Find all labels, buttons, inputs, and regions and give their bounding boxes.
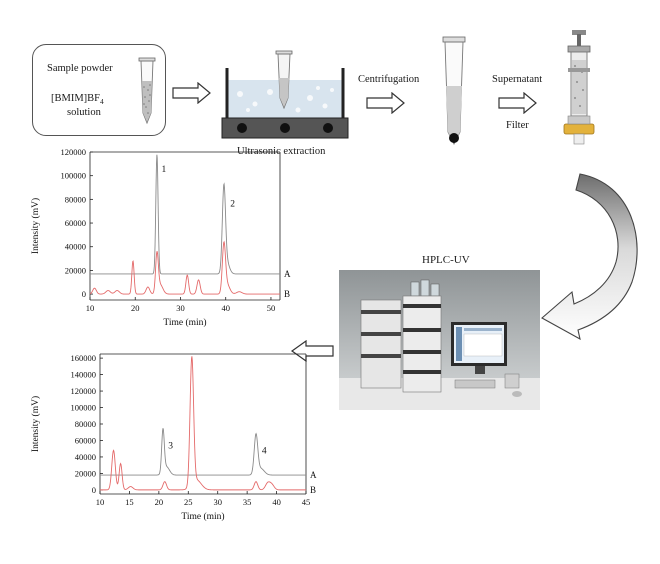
y-tick-label: 40000 bbox=[75, 452, 96, 462]
x-tick-label: 15 bbox=[125, 497, 134, 507]
supernatant-label: Supernatant bbox=[492, 74, 543, 85]
ultrasonic-bath-icon bbox=[221, 50, 349, 139]
y-axis-label: Intensity (mV) bbox=[30, 396, 41, 452]
series-A-label: A bbox=[310, 470, 317, 480]
hplc-instrument-image bbox=[339, 270, 540, 410]
bmim-label: [BMIM]BF4 bbox=[51, 93, 104, 107]
x-tick-label: 50 bbox=[267, 303, 276, 313]
peak-label-1: 1 bbox=[161, 165, 166, 175]
series-B-line bbox=[89, 240, 280, 295]
y-tick-label: 100000 bbox=[61, 171, 87, 181]
x-tick-label: 30 bbox=[213, 497, 222, 507]
y-tick-label: 80000 bbox=[65, 194, 86, 204]
x-axis-label: Time (min) bbox=[163, 317, 206, 328]
arrow-right-icon bbox=[498, 92, 537, 114]
x-axis-label: Time (min) bbox=[181, 511, 224, 522]
series-B-label: B bbox=[310, 485, 316, 495]
peak-label-3: 3 bbox=[168, 442, 173, 452]
arrow-right-icon bbox=[172, 82, 211, 104]
chromatogram-1-chart: 0 20000 40000 60000 80000 100000 120000 10 20 30 4… bbox=[30, 147, 291, 328]
centrifugation-label: Centrifugation bbox=[358, 74, 420, 85]
series-B-line bbox=[100, 356, 306, 491]
y-tick-label: 20000 bbox=[75, 468, 96, 478]
x-tick-label: 10 bbox=[96, 497, 105, 507]
series-A-line bbox=[100, 428, 306, 476]
x-tick-label: 40 bbox=[221, 303, 230, 313]
x-tick-label: 35 bbox=[243, 497, 252, 507]
curved-arrow-icon bbox=[541, 173, 638, 340]
arrow-right-icon bbox=[366, 92, 405, 114]
x-tick-label: 20 bbox=[131, 303, 140, 313]
sample-box: Sample powder [BMIM]BF4 solution bbox=[32, 44, 166, 136]
sample-tube-icon bbox=[138, 57, 156, 125]
peak-label-4: 4 bbox=[262, 447, 267, 457]
y-tick-label: 80000 bbox=[75, 419, 96, 429]
y-tick-label: 40000 bbox=[65, 242, 86, 252]
hplc-label: HPLC-UV bbox=[422, 254, 470, 266]
y-tick-label: 60000 bbox=[75, 435, 96, 445]
y-tick-label: 160000 bbox=[71, 353, 97, 363]
y-tick-label: 100000 bbox=[71, 403, 97, 413]
series-A-line bbox=[90, 154, 280, 275]
y-tick-label: 140000 bbox=[71, 370, 97, 380]
series-B-label: B bbox=[284, 289, 290, 299]
series-A-label: A bbox=[284, 269, 291, 279]
x-tick-label: 25 bbox=[184, 497, 193, 507]
x-tick-label: 45 bbox=[302, 497, 311, 507]
y-tick-label: 120000 bbox=[71, 386, 97, 396]
chromatogram-2-chart: 0 20000 40000 60000 80000 100000 120000 140000 1… bbox=[30, 353, 317, 522]
centrifuge-tube-icon bbox=[442, 36, 466, 146]
x-tick-label: 40 bbox=[272, 497, 281, 507]
x-tick-label: 20 bbox=[155, 497, 164, 507]
y-axis-label: Intensity (mV) bbox=[30, 198, 41, 254]
arrow-left-icon bbox=[290, 340, 334, 362]
y-tick-label: 20000 bbox=[65, 265, 86, 275]
y-tick-label: 120000 bbox=[61, 147, 87, 157]
peak-label-2: 2 bbox=[230, 199, 235, 209]
x-tick-label: 10 bbox=[86, 303, 95, 313]
y-tick-label: 0 bbox=[82, 289, 86, 299]
filter-label: Filter bbox=[506, 120, 529, 131]
x-tick-label: 30 bbox=[176, 303, 185, 313]
y-tick-label: 60000 bbox=[65, 218, 86, 228]
solution-label: solution bbox=[67, 107, 101, 118]
y-tick-label: 0 bbox=[92, 485, 96, 495]
syringe-filter-icon bbox=[563, 30, 595, 145]
sample-powder-label: Sample powder bbox=[47, 63, 113, 74]
ultrasonic-label: Ultrasonic extraction bbox=[237, 146, 326, 157]
